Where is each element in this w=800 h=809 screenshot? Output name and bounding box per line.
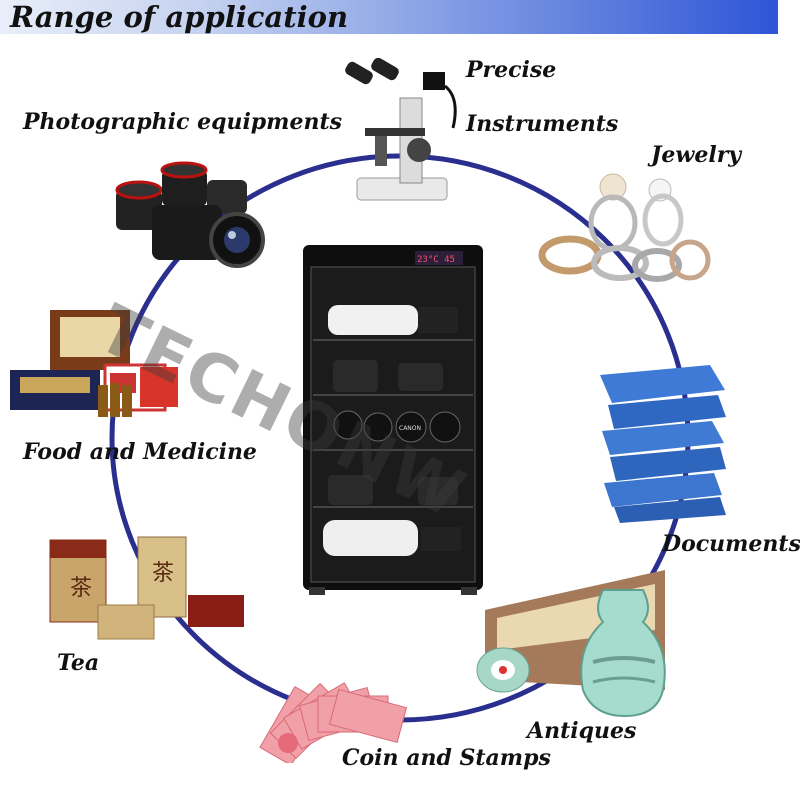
cabinet-brand-label: CANON [399, 425, 421, 432]
dry-cabinet-icon: 23°C 45 CANON [303, 245, 483, 595]
camera-icon [115, 161, 265, 268]
tea-icon: 茶 茶 [49, 536, 244, 640]
microscope-icon [345, 58, 457, 201]
label-photographic: Photographic equipments [23, 109, 342, 135]
label-instruments: Instruments [466, 111, 619, 137]
food-medicine-icon [10, 310, 178, 417]
banknotes-icon [259, 682, 408, 763]
antiques-icon [476, 570, 666, 718]
label-food: Food and Medicine [23, 439, 257, 465]
label-jewelry: Jewelry [651, 142, 742, 168]
page-title: Range of application [10, 0, 349, 34]
jewelry-icon [538, 173, 711, 282]
svg-text:茶: 茶 [70, 576, 92, 601]
label-precise: Precise [466, 57, 557, 83]
label-antiques: Antiques [527, 718, 637, 744]
label-coins: Coin and Stamps [342, 745, 551, 771]
cabinet-display: 23°C 45 [417, 255, 455, 265]
label-documents: Documents [662, 531, 800, 557]
header-bar [0, 0, 778, 34]
documents-icon [600, 365, 726, 523]
svg-text:茶: 茶 [152, 561, 174, 586]
label-tea: Tea [57, 650, 100, 676]
